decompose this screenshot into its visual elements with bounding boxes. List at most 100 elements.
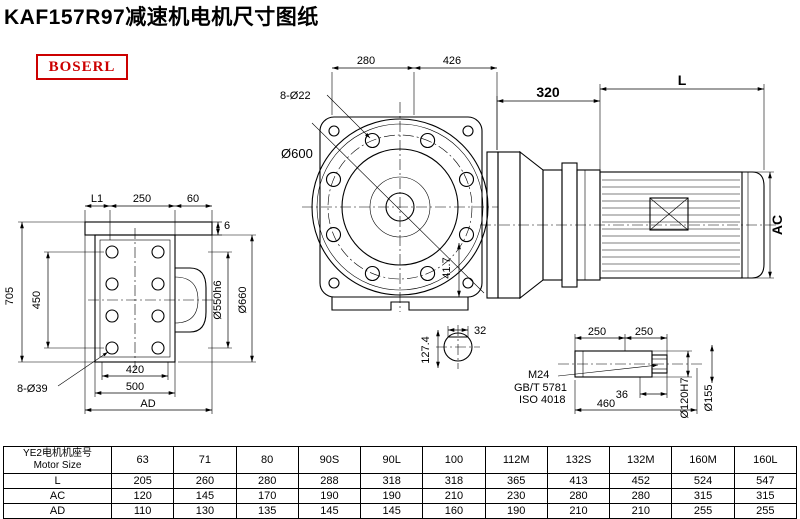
table-cell: 145 <box>173 488 237 504</box>
dim-705: 705 <box>4 221 95 363</box>
dim-60: 60 <box>175 193 212 208</box>
table-cell: 315 <box>671 488 735 504</box>
table-cell: 452 <box>609 473 673 489</box>
dim-label-250b: 250 <box>635 326 653 338</box>
motor-end-cap <box>742 171 765 279</box>
dim-label-600: Ø600 <box>281 146 313 161</box>
dim-280: 280 <box>331 55 415 115</box>
hole-callout-8xd22: 8-Ø22 <box>280 90 311 102</box>
motor-body <box>599 171 765 279</box>
table-cell: 210 <box>546 503 611 519</box>
hole-callout-8xd39: 8-Ø39 <box>17 383 48 395</box>
dim-450: 450 <box>31 251 104 349</box>
table-cell: 130 <box>173 503 237 519</box>
table-cell: 190 <box>297 488 362 504</box>
column-header: 71 <box>173 446 237 474</box>
table-cell: 365 <box>484 473 548 489</box>
dim-label-705: 705 <box>4 287 16 305</box>
page-title: KAF157R97减速机电机尺寸图纸 <box>4 6 319 29</box>
side-view: 320 L AC <box>480 72 785 300</box>
dim-32: 32 <box>447 325 486 337</box>
dim-36: 36 <box>616 373 668 401</box>
column-header: 63 <box>110 446 175 474</box>
dim-550h6: Ø550h6 <box>208 251 232 349</box>
column-header: 160M <box>671 446 735 474</box>
boserl-logo: BOSERL <box>36 54 128 80</box>
flange-view: Ø600 8-Ø22 280 426 41.7 <box>280 55 498 312</box>
dim-420: 420 <box>101 362 169 380</box>
table-cell: 120 <box>110 488 175 504</box>
dim-label-320: 320 <box>536 84 560 100</box>
dim-label-127-4: 127.4 <box>420 336 432 364</box>
table-cell: 190 <box>484 503 548 519</box>
dim-label-500: 500 <box>126 381 144 393</box>
table-cell: 190 <box>360 488 424 504</box>
table-cell: 145 <box>297 503 362 519</box>
dim-127-4: 127.4 <box>420 330 440 368</box>
dim-label-280: 280 <box>357 55 375 67</box>
flange-bolt-holes <box>325 132 475 282</box>
table-cell: 413 <box>546 473 611 489</box>
header-line-en: Motor Size <box>33 460 82 471</box>
table-cell: 210 <box>422 488 486 504</box>
dim-label-6: 6 <box>224 220 230 232</box>
table-cell: 318 <box>360 473 424 489</box>
table-cell: 110 <box>110 503 175 519</box>
dim-label-660: Ø660 <box>237 287 249 314</box>
dim-460: 460 <box>574 368 698 414</box>
column-header: 90L <box>360 446 424 474</box>
dim-label-250a: 250 <box>588 326 606 338</box>
front-view: L1 250 60 6 705 450 <box>4 193 256 414</box>
thread-callout: M24 GB/T 5781 ISO 4018 <box>514 363 659 406</box>
dim-label-AC: AC <box>769 215 785 235</box>
dim-660: Ø660 <box>178 234 256 363</box>
housing-foot <box>331 297 469 311</box>
table-row-L: L 205 260 280 288 318 318 365 413 452 52… <box>3 473 798 489</box>
dim-label-460: 460 <box>597 398 615 410</box>
dim-41-7: 41.7 <box>441 243 461 297</box>
dim-label-155: Ø155 <box>703 385 715 412</box>
column-header: 90S <box>297 446 362 474</box>
table-cell: 288 <box>297 473 362 489</box>
table-cell: 230 <box>484 488 548 504</box>
table-cell: 524 <box>671 473 735 489</box>
table-cell: 170 <box>235 488 299 504</box>
table-cell: 280 <box>235 473 299 489</box>
dim-label-41-7: 41.7 <box>441 257 453 278</box>
dim-500: 500 <box>94 362 176 397</box>
shaft-section-detail: 32 127.4 <box>420 325 486 369</box>
dim-label-550h6: Ø550h6 <box>212 280 224 319</box>
dim-155: Ø155 <box>703 345 715 411</box>
dim-label-L1: L1 <box>91 193 103 205</box>
label-8xd22: 8-Ø22 <box>280 90 371 139</box>
dim-label-60: 60 <box>187 193 199 205</box>
front-view-extension-lines <box>84 210 213 414</box>
column-header: 132S <box>546 446 611 474</box>
dim-600: Ø600 <box>281 122 485 294</box>
table-cell: 210 <box>609 503 673 519</box>
column-header: 160L <box>733 446 798 474</box>
table-cell: 547 <box>733 473 798 489</box>
shaft-threaded-end <box>651 354 668 374</box>
mounting-bolt-holes <box>105 245 165 355</box>
dimension-drawing: L1 250 60 6 705 450 <box>4 55 785 418</box>
column-header: 100 <box>422 446 486 474</box>
motor-size-header: YE2电机机座号 Motor Size <box>3 446 112 474</box>
row-label: L <box>3 473 112 489</box>
table-header-row: YE2电机机座号 Motor Size 63 71 80 90S 90L 100… <box>3 446 798 474</box>
terminal-box <box>649 197 689 231</box>
shaft-detail: 250 250 M24 GB/T 5781 ISO 4018 36 460 <box>514 326 715 418</box>
label-gbt-5781: GB/T 5781 <box>514 382 567 394</box>
label-8xd39: 8-Ø39 <box>17 351 109 395</box>
dim-AD: AD <box>85 398 212 412</box>
dim-label-L: L <box>678 72 687 88</box>
column-header: 80 <box>235 446 299 474</box>
dim-6: 6 <box>212 220 230 236</box>
dim-label-120H7: Ø120H7 <box>679 378 691 419</box>
table-cell: 160 <box>422 503 486 519</box>
dim-L1: L1 <box>85 193 110 208</box>
table-cell: 280 <box>546 488 611 504</box>
dim-250a: 250 <box>574 326 626 351</box>
table-cell: 145 <box>360 503 424 519</box>
dim-250-top: 250 <box>110 193 175 208</box>
